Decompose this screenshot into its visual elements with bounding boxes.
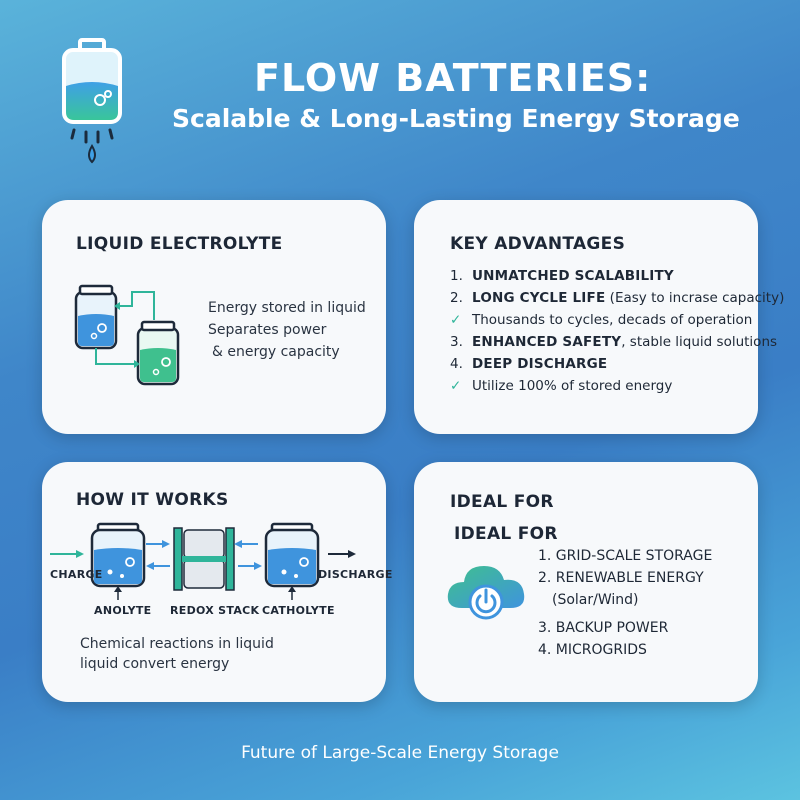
- ideal-item: 2. RENEWABLE ENERGY: [538, 570, 704, 586]
- ideal-item: (Solar/Wind): [552, 592, 639, 608]
- advantage-item: ✓ Thousands to cycles, decads of operatio…: [450, 312, 752, 328]
- advantage-detail: Thousands to cycles, decads of operation: [472, 312, 753, 328]
- page-subtitle: Scalable & Long-Lasting Energy Storage: [172, 104, 740, 133]
- card-title: LIQUID ELECTROLYTE: [76, 234, 283, 254]
- advantage-item: 4. DEEP DISCHARGE: [450, 356, 607, 372]
- liquid-desc-line: & energy capacity: [212, 344, 340, 360]
- liquid-desc-line: Energy stored in liquid: [208, 300, 366, 316]
- anolyte-label: ANOLYTE: [94, 604, 152, 617]
- advantage-detail: (Easy to incrase capacity): [605, 290, 785, 306]
- redox-stack-label: REDOX STACK: [170, 604, 260, 617]
- advantage-item: 1. UNMATCHED SCALABILITY: [450, 268, 674, 284]
- liquid-electrolyte-card: LIQUID ELECTROLYTE Energy stored in liqu…: [42, 200, 386, 434]
- advantage-heading: UNMATCHED SCALABILITY: [472, 268, 674, 284]
- item-number: 4.: [450, 356, 463, 372]
- key-advantages-card: KEY ADVANTAGES 1. UNMATCHED SCALABILITY 2.…: [414, 200, 784, 434]
- advantage-detail: Utilize 100% of stored energy: [472, 378, 673, 394]
- advantage-item: 2. LONG CYCLE LIFE (Easy to incrase capac…: [450, 290, 784, 306]
- page-title: FLOW BATTERIES:: [254, 56, 652, 100]
- advantage-detail: , stable liquid solutions: [621, 334, 778, 350]
- advantage-heading: DEEP DISCHARGE: [472, 356, 608, 372]
- two-tanks-icon: [74, 284, 180, 386]
- redox-flow-diagram: [50, 522, 356, 600]
- catholyte-label: CATHOLYTE: [262, 604, 335, 617]
- charge-label: CHARGE: [50, 568, 103, 581]
- advantage-item: ✓ Utilize 100% of stored energy: [450, 378, 672, 394]
- advantage-item: 3. ENHANCED SAFETY, stable liquid solutio…: [450, 334, 777, 350]
- ideal-item: 1. GRID-SCALE STORAGE: [538, 548, 713, 564]
- liquid-desc-line: Separates power: [208, 322, 327, 338]
- battery-drip-icon: [62, 38, 122, 164]
- card-title: IDEAL FOR: [450, 492, 554, 512]
- card-title: KEY ADVANTAGES: [450, 234, 626, 254]
- check-icon: ✓: [450, 378, 462, 394]
- item-number: 1.: [450, 268, 463, 284]
- check-icon: ✓: [450, 312, 462, 328]
- ideal-for-card: IDEAL FOR IDEAL FOR 1. GRID-SCALE STORAG…: [414, 462, 758, 702]
- how-desc-line: liquid convert energy: [80, 656, 230, 672]
- advantage-heading: ENHANCED SAFETY: [472, 334, 622, 350]
- discharge-label: DISCHARGE: [318, 568, 393, 581]
- ideal-item: 3. BACKUP POWER: [538, 620, 669, 636]
- item-number: 3.: [450, 334, 463, 350]
- footer-tagline: Future of Large-Scale Energy Storage: [241, 743, 559, 763]
- card-subtitle: IDEAL FOR: [454, 524, 558, 544]
- card-title: HOW IT WORKS: [76, 490, 229, 510]
- cloud-power-icon: [447, 566, 525, 620]
- item-number: 2.: [450, 290, 463, 306]
- how-desc-line: Chemical reactions in liquid: [80, 636, 274, 652]
- advantage-heading: LONG CYCLE LIFE: [472, 290, 606, 306]
- ideal-item: 4. MICROGRIDS: [538, 642, 647, 658]
